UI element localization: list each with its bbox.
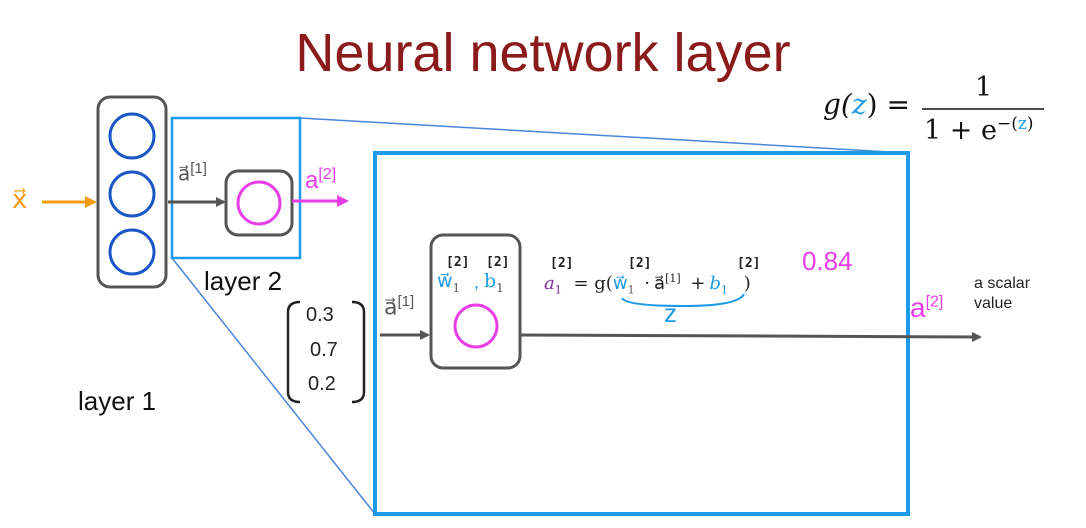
eq-w-sub: 1 <box>627 283 635 297</box>
formula-denominator: 1 + e−(z) <box>924 114 1033 146</box>
eq-w: w⃗ <box>612 273 628 294</box>
zoom-line-top <box>299 117 909 154</box>
formula-exp-z: z <box>1017 114 1027 134</box>
zoom-w-letter: w⃗ <box>437 270 453 292</box>
output-a2-label: a[2] <box>910 292 943 324</box>
output-value: 0.84 <box>802 246 853 276</box>
layer1-label: layer 1 <box>78 386 157 416</box>
zoom-a1-label: a⃗[1] <box>384 293 414 320</box>
a1-label-letter: a⃗ <box>178 163 191 186</box>
formula-exp-post: ) <box>1026 114 1034 134</box>
zoom-box <box>373 151 910 516</box>
eq-a: a <box>544 273 555 294</box>
layer1-node-2 <box>108 170 156 218</box>
eq-a-sub: 1 <box>554 283 562 297</box>
layer2-label: layer 2 <box>204 266 283 296</box>
zoom-line-bottom <box>171 257 376 515</box>
eq-w-sup: [2] <box>628 256 652 271</box>
layer2-highlight-box <box>170 116 302 260</box>
zoom-a1-letter: a⃗ <box>384 294 398 320</box>
equation: a1 = g(w⃗1 ·a⃗[1] +b1 ) <box>544 272 751 297</box>
output-a2-letter: a <box>910 292 926 323</box>
a2-label: a[2] <box>305 166 336 195</box>
eq-dot: · <box>644 273 651 294</box>
layer1-node-3 <box>108 228 156 276</box>
zoom-w-param: w⃗1 <box>437 270 460 295</box>
a1-label: a⃗[1] <box>178 160 207 187</box>
z-underbrace <box>621 293 745 308</box>
eq-b: b <box>709 273 722 294</box>
eq-b-sup: [2] <box>737 256 761 271</box>
zoom-b-letter: b <box>484 270 497 292</box>
layer2-box <box>224 169 294 237</box>
eq-a1: a⃗ <box>654 273 666 294</box>
vector-value-1: 0.3 <box>306 304 334 326</box>
layer2-node <box>236 180 282 226</box>
layer1-node-1 <box>108 112 156 160</box>
zoom-b-sup: [2] <box>486 255 510 270</box>
zoom-b-sub: 1 <box>496 280 504 295</box>
page-title: Neural network layer <box>295 23 791 83</box>
zoom-output-arrow <box>520 331 982 342</box>
input-x-label: x⃗ <box>12 184 28 214</box>
vector-bracket-right <box>351 300 366 404</box>
zoom-node-box <box>429 233 522 370</box>
eq-close: ) <box>743 273 751 294</box>
vector-value-3: 0.2 <box>308 373 336 395</box>
zoom-w-sub: 1 <box>452 280 461 295</box>
eq-a-sup: [2] <box>550 256 574 271</box>
output-a2-sup: [2] <box>925 293 944 311</box>
formula-den-base: 1 + e <box>924 115 997 146</box>
vector-bracket-left <box>286 300 301 404</box>
eq-plus: + <box>690 273 706 294</box>
scalar-note-1: a scalar <box>974 275 1031 292</box>
layer1-box <box>96 95 168 289</box>
formula-z: z <box>851 88 867 121</box>
a2-label-sup: [2] <box>318 166 337 183</box>
zoom-w-sup: [2] <box>446 255 470 270</box>
formula-numerator: 1 <box>975 72 993 103</box>
formula-exp-pre: −( <box>996 114 1018 134</box>
formula-equals: ) = <box>866 88 910 121</box>
zoom-comma: , <box>474 272 480 292</box>
z-label: z <box>664 298 677 328</box>
eq-mid: = g( <box>573 273 613 294</box>
zoom-b-param: b1 <box>484 270 504 295</box>
eq-a1-sup: [1] <box>665 272 681 285</box>
sigmoid-lhs: g(z) = <box>823 88 910 121</box>
zoom-a1-sup: [1] <box>397 293 415 310</box>
eq-b-sub: 1 <box>721 283 729 297</box>
a1-label-sup: [1] <box>190 160 207 177</box>
formula-g: g( <box>823 88 852 121</box>
vector-value-2: 0.7 <box>310 339 338 361</box>
scalar-note-2: value <box>974 295 1013 312</box>
zoom-node <box>453 303 499 349</box>
a2-label-letter: a <box>305 167 319 194</box>
